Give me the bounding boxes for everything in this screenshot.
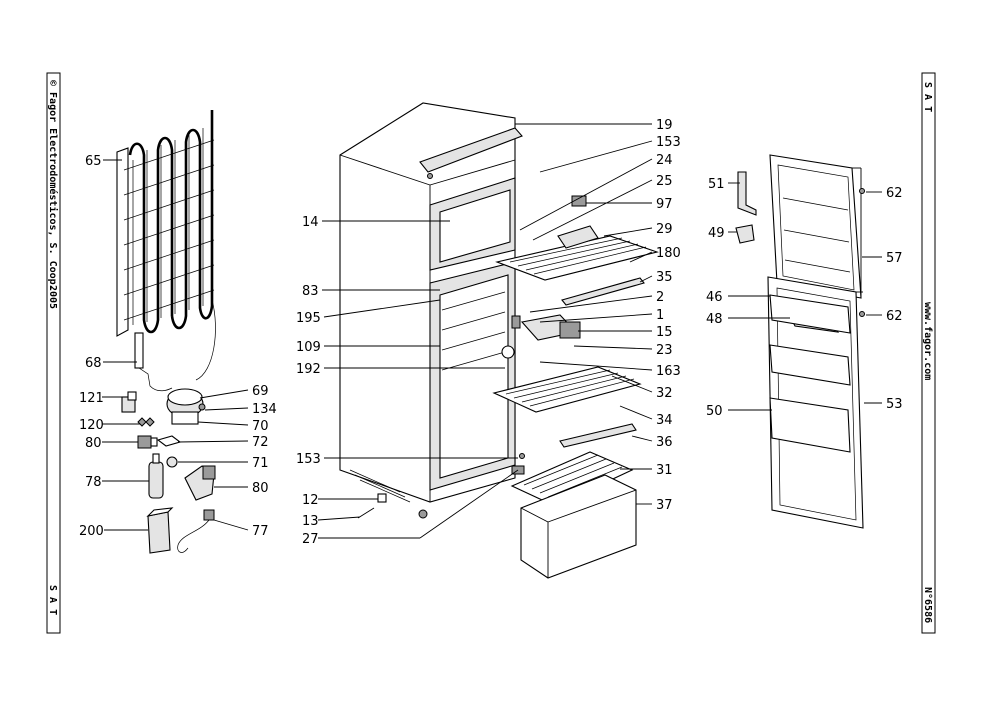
- callout-65: 65: [85, 154, 102, 169]
- compressor: [166, 388, 206, 425]
- callout-51: 51: [708, 177, 725, 192]
- callout-97: 97: [656, 197, 673, 212]
- callout-13: 13: [302, 514, 319, 529]
- callout-37: 37: [656, 498, 673, 513]
- callout-50: 50: [706, 404, 723, 419]
- callout-19: 19: [656, 118, 673, 133]
- fridge-door: [767, 276, 864, 529]
- callout-192: 192: [296, 362, 321, 377]
- callout-29: 29: [656, 222, 673, 237]
- callout-69: 69: [252, 384, 269, 399]
- callout-31: 31: [656, 463, 673, 478]
- callout-1: 1: [656, 308, 664, 323]
- callout-78: 78: [85, 475, 102, 490]
- callout-153-lower: 153: [296, 452, 321, 467]
- callout-53: 53: [886, 397, 903, 412]
- callout-120: 120: [79, 418, 104, 433]
- right-title-strip: S A T www.fagor.com N°6586: [921, 72, 936, 634]
- callout-36: 36: [656, 435, 673, 450]
- freezer-door: [769, 154, 862, 299]
- callout-200: 200: [79, 524, 104, 539]
- callout-153-upper: 153: [656, 135, 681, 150]
- callout-121: 121: [79, 391, 104, 406]
- callout-49: 49: [708, 226, 725, 241]
- callout-2: 2: [656, 290, 664, 305]
- compressor-accessories: [121, 391, 216, 554]
- callout-80-starter: 80: [252, 481, 269, 496]
- condenser-assembly: [116, 110, 216, 392]
- callout-62-lower: 62: [886, 309, 903, 324]
- callout-48: 48: [706, 312, 723, 327]
- doc-number-text: N°6586: [922, 587, 933, 623]
- callout-83: 83: [302, 284, 319, 299]
- callout-34: 34: [656, 413, 673, 428]
- website-text: www.fagor.com: [922, 302, 933, 380]
- callout-163: 163: [656, 364, 681, 379]
- shelves-and-drawers: [492, 195, 659, 579]
- callout-27: 27: [302, 532, 319, 547]
- callout-15: 15: [656, 325, 673, 340]
- door-screws: [859, 188, 865, 317]
- callout-23: 23: [656, 343, 673, 358]
- callout-80-relay: 80: [85, 436, 102, 451]
- callout-46: 46: [706, 290, 723, 305]
- left-sat-text: S A T: [47, 585, 58, 615]
- brand-text: © Fagor Electrodomésticos, S. Coop.: [47, 80, 59, 291]
- callout-109: 109: [296, 340, 321, 355]
- callout-32: 32: [656, 386, 673, 401]
- callout-180: 180: [656, 246, 681, 261]
- callout-25: 25: [656, 174, 673, 189]
- cabinet: [339, 102, 581, 519]
- callout-134: 134: [252, 402, 277, 417]
- callout-14: 14: [302, 215, 319, 230]
- callout-62-upper: 62: [886, 186, 903, 201]
- callout-195: 195: [296, 311, 321, 326]
- callout-35: 35: [656, 270, 673, 285]
- callout-68: 68: [85, 356, 102, 371]
- callout-labels: 65 68 121 120 80 78 200 69 134 70 72 71 …: [79, 118, 903, 547]
- freezer-door-hinges: [735, 171, 757, 244]
- callout-72: 72: [252, 435, 269, 450]
- callout-12: 12: [302, 493, 319, 508]
- year-text: 2005: [47, 285, 58, 309]
- callout-70: 70: [252, 419, 269, 434]
- right-sat-text: S A T: [922, 82, 933, 112]
- callout-77: 77: [252, 524, 269, 539]
- leader-lines: [102, 123, 882, 539]
- callout-24: 24: [656, 153, 673, 168]
- callout-71: 71: [252, 456, 269, 471]
- left-title-strip: © Fagor Electrodomésticos, S. Coop. 2005…: [46, 72, 61, 634]
- callout-57: 57: [886, 251, 903, 266]
